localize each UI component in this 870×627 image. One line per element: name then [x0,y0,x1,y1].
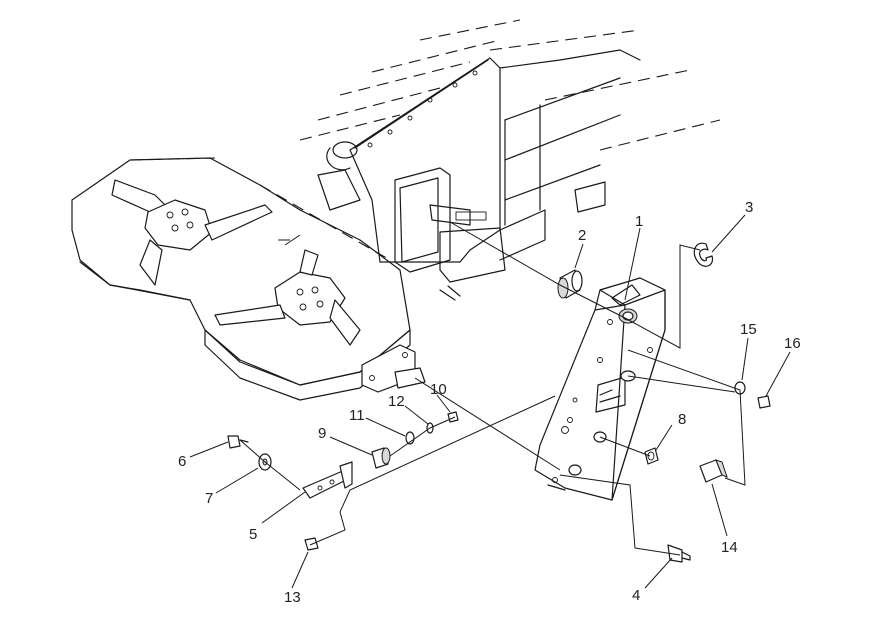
callout-9: 9 [318,425,326,442]
part-16-nut [757,395,771,409]
part-6-bolt [227,435,249,449]
callout-5: 5 [249,526,257,543]
callout-8: 8 [678,411,686,428]
callout-11: 11 [349,407,365,424]
callout-7: 7 [205,490,213,507]
machine-frame [299,19,721,301]
shaft-housing [361,344,426,393]
callout-10: 10 [430,381,447,398]
blade-right [214,234,361,346]
part-5-small-bracket [302,461,353,499]
callout-14: 14 [721,539,738,556]
callout-1: 1 [635,213,643,230]
callout-6: 6 [178,453,186,470]
part-4-bolt [667,544,691,563]
part-9-spacer [371,447,391,469]
assembly-lines [239,221,746,556]
callout-12: 12 [388,393,405,410]
part-3-snap-ring [693,242,714,267]
callout-16: 16 [784,335,801,352]
part-8-nut [644,447,659,465]
blade-left [111,179,273,286]
callout-13: 13 [284,589,301,606]
leader-lines [189,214,791,589]
mower-deck [71,157,411,401]
callout-4: 4 [632,587,640,604]
callout-2: 2 [578,227,586,244]
part-14-rubber-block [699,459,728,483]
part-2-bushing [557,269,583,299]
callout-labels: 1 2 3 4 5 6 7 8 9 10 11 12 13 14 15 16 [178,199,801,606]
part-10-bolt [447,411,459,423]
callout-15: 15 [740,321,757,338]
callout-3: 3 [745,199,753,216]
